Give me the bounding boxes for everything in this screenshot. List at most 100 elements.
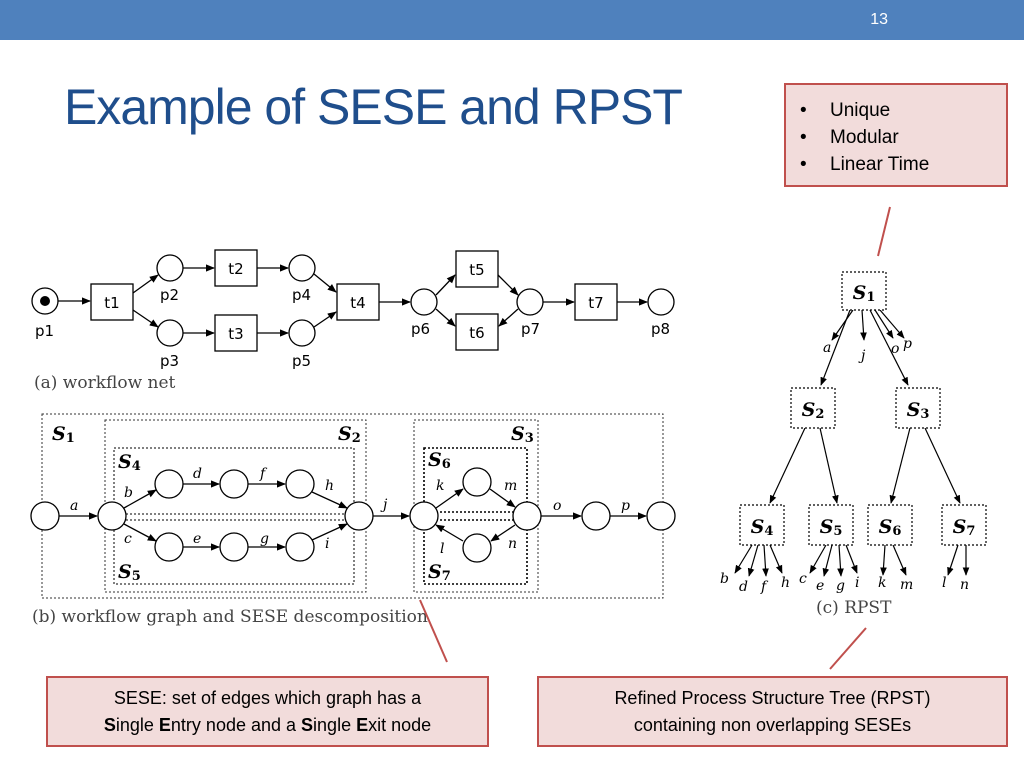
transition-t1	[90, 283, 134, 321]
svg-text:i: i	[855, 575, 859, 591]
svg-text:i: i	[325, 536, 329, 552]
svg-text:p1: p1	[35, 322, 54, 340]
svg-text:d: d	[193, 466, 202, 482]
svg-text:j: j	[858, 348, 866, 364]
transition-t3	[214, 314, 258, 352]
svg-text:h: h	[781, 575, 790, 591]
svg-text:j: j	[380, 497, 388, 513]
transition-t7	[574, 283, 618, 321]
place-p8	[647, 288, 675, 316]
region-s5	[113, 519, 355, 585]
place-p3	[156, 319, 184, 347]
svg-text:l: l	[440, 541, 444, 557]
svg-text:p3: p3	[160, 352, 179, 370]
transition-t4	[336, 283, 380, 321]
svg-text:t4: t4	[350, 294, 365, 312]
slide-title: Example of SESE and RPST	[64, 79, 683, 135]
rpst-node-s4	[739, 504, 785, 546]
workflow-graph	[30, 467, 676, 563]
svg-text:n: n	[960, 577, 969, 593]
callout-connectors	[419, 206, 891, 670]
rpst-definition-callout: Refined Process Structure Tree (RPST) co…	[537, 676, 1008, 747]
svg-text:p7: p7	[521, 320, 540, 338]
svg-text:l: l	[942, 575, 946, 591]
rpst-definition-line2: containing non overlapping SESEs	[633, 715, 912, 735]
sese-definition-line2: Single Entry node and a Single Exit node	[103, 715, 432, 735]
svg-text:S1: S1	[52, 423, 75, 446]
svg-text:t3: t3	[228, 325, 243, 343]
region-s6	[423, 447, 528, 513]
svg-text:b: b	[124, 485, 133, 501]
svg-text:p: p	[903, 336, 912, 352]
svg-text:p4: p4	[292, 286, 311, 304]
rpst-node-s1	[841, 271, 887, 311]
svg-text:S5: S5	[118, 561, 141, 584]
bullet-item: Linear Time	[800, 151, 1006, 178]
svg-text:g: g	[260, 531, 269, 547]
svg-text:t1: t1	[104, 294, 119, 312]
svg-text:t2: t2	[228, 260, 243, 278]
place-p5	[288, 319, 316, 347]
top-bar: 13	[0, 0, 1024, 40]
workflow-net-labels: t1 t2 t3 t4 t5 t6 t7 p1 p2 p3 p4 p5 p6 p…	[34, 260, 670, 393]
svg-text:S4: S4	[118, 451, 141, 474]
region-s4	[113, 447, 355, 515]
svg-text:n: n	[508, 536, 517, 552]
svg-text:t7: t7	[588, 294, 603, 312]
token	[40, 296, 50, 306]
svg-text:a: a	[823, 340, 831, 356]
rpst-definition-line1: Refined Process Structure Tree (RPST)	[614, 688, 931, 708]
svg-text:b: b	[720, 571, 729, 587]
transition-t5	[455, 250, 499, 288]
rpst-node-s6	[867, 504, 913, 546]
caption-c: (c) RPST	[816, 598, 892, 618]
place-p4	[288, 254, 316, 282]
workflow-graph-labels: S1 S2 S3 S4 S5 S6 S7 a b c d e f g h i j…	[32, 423, 630, 627]
place-p2	[156, 254, 184, 282]
svg-text:f: f	[760, 579, 769, 595]
svg-text:h: h	[325, 478, 334, 494]
caption-a: (a) workflow net	[34, 373, 176, 393]
svg-text:p2: p2	[160, 286, 179, 304]
slide-number: 13	[870, 11, 888, 28]
svg-text:g: g	[836, 578, 845, 594]
rpst-node-s3	[895, 387, 941, 429]
place-p7	[516, 288, 544, 316]
svg-text:S6: S6	[428, 449, 451, 472]
svg-text:m: m	[900, 577, 913, 593]
svg-text:S2: S2	[338, 423, 361, 446]
properties-box: Unique Modular Linear Time	[784, 83, 1008, 187]
region-s2	[104, 419, 367, 593]
svg-text:p6: p6	[411, 320, 430, 338]
rpst-node-s2	[790, 387, 836, 429]
rpst-node-s7	[941, 504, 987, 546]
svg-text:d: d	[739, 579, 748, 595]
svg-text:p5: p5	[292, 352, 311, 370]
svg-text:o: o	[553, 498, 561, 514]
svg-text:S3: S3	[511, 423, 534, 446]
svg-text:S7: S7	[428, 561, 451, 584]
region-s7	[423, 519, 528, 585]
rpst-tree	[734, 309, 970, 577]
rpst-labels: S1 S2 S3 S4 S5 S6 S7 a j o p b d f h c e…	[720, 282, 975, 618]
svg-text:p8: p8	[651, 320, 670, 338]
place-p6	[410, 288, 438, 316]
svg-text:e: e	[816, 578, 824, 594]
sese-definition-callout: SESE: set of edges which graph has a Sin…	[46, 676, 489, 747]
svg-text:c: c	[124, 531, 132, 547]
svg-text:k: k	[436, 478, 444, 494]
caption-b: (b) workflow graph and SESE descompositi…	[32, 607, 428, 627]
svg-text:a: a	[70, 498, 78, 514]
bullet-item: Unique	[800, 97, 1006, 124]
bullet-item: Modular	[800, 124, 1006, 151]
svg-text:c: c	[799, 571, 807, 587]
svg-text:m: m	[504, 478, 517, 494]
svg-text:o: o	[891, 341, 899, 357]
workflow-net	[31, 249, 675, 352]
svg-text:t6: t6	[469, 324, 484, 342]
svg-text:p: p	[621, 498, 630, 514]
svg-text:k: k	[878, 575, 886, 591]
transition-t6	[455, 313, 499, 351]
svg-text:f: f	[259, 466, 268, 482]
